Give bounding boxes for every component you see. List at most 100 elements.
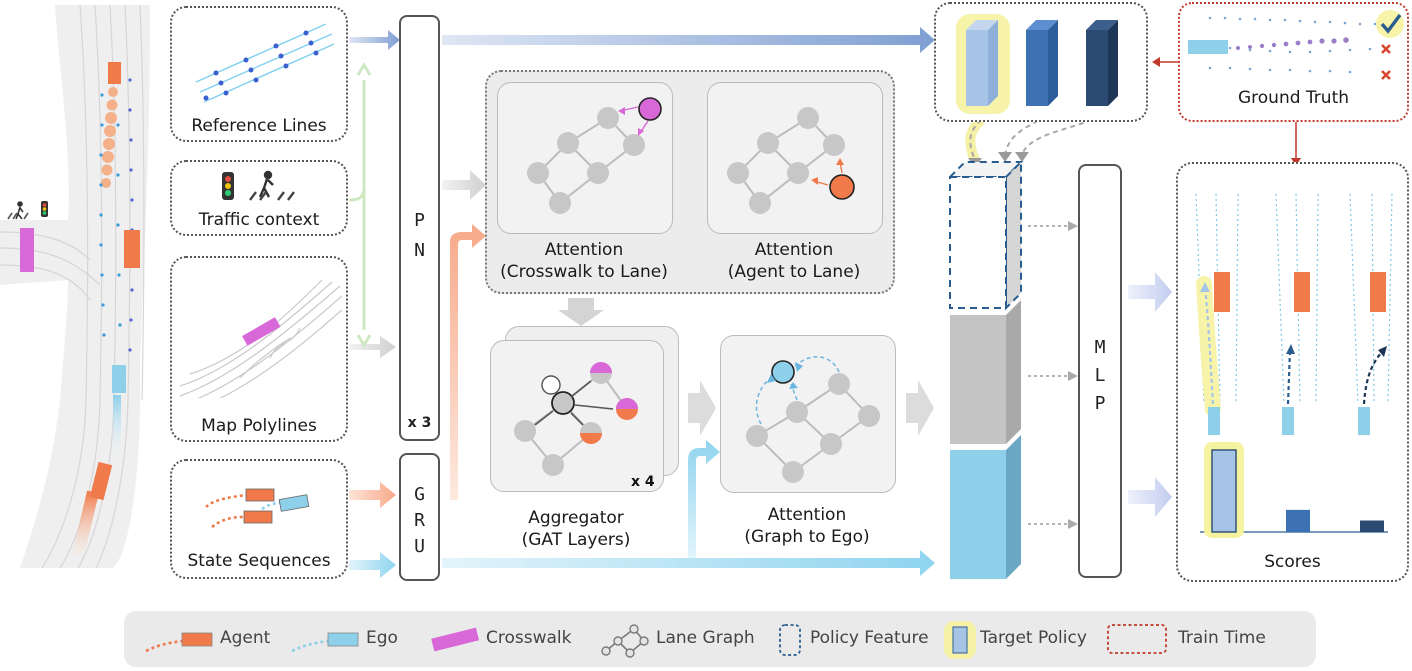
attention-agent-subtitle: (Agent to Lane) <box>727 262 861 282</box>
arrow-mlp-to-trajectories <box>1128 272 1172 312</box>
legend-ego-label: Ego <box>366 628 398 648</box>
agent-lane-panel <box>707 82 883 234</box>
arrow-aggregator-to-graph <box>688 380 716 436</box>
aggregator-panel: x 4 <box>490 340 664 492</box>
target-policy-cube <box>966 30 988 106</box>
pn-repeat-label: x 3 <box>407 415 432 431</box>
policy-cube <box>1086 30 1108 106</box>
state-sequences-box: State Sequences <box>170 459 348 579</box>
state-sequences-icon <box>205 488 310 528</box>
candidate-trajectories <box>1195 193 1393 435</box>
graph-ego-panel <box>720 335 896 493</box>
agent-car <box>1294 272 1310 312</box>
arrow-pn-to-attention <box>442 170 486 200</box>
ground-truth-icon <box>1188 10 1404 80</box>
arrow-graph-to-feature <box>906 380 934 436</box>
ego-car <box>1208 407 1220 435</box>
policy-cubes <box>956 14 1118 114</box>
traffic-light-icon <box>41 201 48 217</box>
agent-car <box>1214 272 1230 312</box>
legend-agent-label: Agent <box>220 628 271 648</box>
arrow-gt-to-policies <box>1152 57 1160 67</box>
cross-icon <box>1381 44 1391 54</box>
attention-block: Attention (Crosswalk to Lane) Attention … <box>485 70 895 294</box>
ego-marker <box>1188 40 1228 54</box>
score-bar <box>1286 509 1310 532</box>
legend-target-policy-icon <box>952 626 968 654</box>
ground-truth-label: Ground Truth <box>1237 88 1350 108</box>
map-polylines-box: Map Polylines <box>170 256 348 442</box>
gat-graph-icon: x 4 <box>514 362 655 490</box>
graph-ego-icon <box>746 356 880 483</box>
pn-letter: P <box>414 210 425 231</box>
bracket-traffic <box>348 62 372 348</box>
legend-lane-graph-label: Lane Graph <box>656 628 755 648</box>
arrow-gru-to-graph-ego <box>688 440 720 558</box>
cross-icon <box>1381 70 1391 80</box>
mlp-decoder: M L P <box>1078 164 1122 578</box>
graph-ego-title: Attention <box>767 505 847 525</box>
legend-icons <box>145 621 1167 659</box>
ground-truth-box: Ground Truth <box>1178 2 1409 122</box>
crosswalk-lane-panel <box>497 82 673 234</box>
scores-label: Scores <box>1264 552 1321 572</box>
legend-crosswalk-icon <box>431 627 480 652</box>
traffic-context-label: Traffic context <box>198 210 320 230</box>
attention-crosswalk-title: Attention <box>544 240 624 260</box>
gru-encoder: G R U <box>399 453 440 581</box>
map-polylines-icon <box>180 279 342 398</box>
agent-car <box>89 461 113 501</box>
pn-letter: N <box>414 240 425 261</box>
map-scene <box>0 4 150 569</box>
map-polylines-label: Map Polylines <box>201 416 317 436</box>
arrow-pn-to-policies <box>442 27 935 53</box>
gru-letter: G <box>414 484 425 505</box>
aggregator-subtitle: (GAT Layers) <box>521 530 631 550</box>
check-icon <box>1380 13 1402 34</box>
legend-ego-icon <box>327 632 359 647</box>
legend-train-time-label: Train Time <box>1178 628 1266 648</box>
state-sequences-label: State Sequences <box>187 551 331 571</box>
crosswalk-marker <box>20 228 34 272</box>
legend-policy-feature-label: Policy Feature <box>810 628 929 648</box>
legend-crosswalk-label: Crosswalk <box>486 628 572 648</box>
legend-policy-feature-icon <box>779 624 801 656</box>
gru-letter: U <box>414 536 425 557</box>
gru-letter: R <box>414 510 425 531</box>
legend-target-policy-label: Target Policy <box>980 628 1087 648</box>
output-box: Scores <box>1176 162 1409 582</box>
ego-feature-cube <box>950 450 1006 579</box>
agent-car <box>108 62 121 84</box>
arrow-map-to-pn <box>349 336 396 358</box>
lane-graph-icon <box>727 107 855 214</box>
policy-feature-cube <box>949 176 1007 309</box>
policy-cube <box>1026 30 1048 106</box>
reference-lines-icon <box>195 23 335 103</box>
lane-graph-icon <box>527 97 662 214</box>
scores-chart <box>1200 442 1388 538</box>
legend-lane-graph-icon <box>601 624 649 658</box>
aggregator-repeat-label: x 4 <box>631 474 655 490</box>
traffic-context-icon <box>222 170 295 201</box>
arrow-mlp-to-scores <box>1128 477 1172 517</box>
policy-cubes-box <box>934 2 1148 122</box>
arrow-attention-to-aggregator <box>558 298 604 326</box>
arrow-state-to-gru <box>349 482 396 508</box>
agent-car <box>1370 272 1386 312</box>
legend-train-time-icon <box>1107 624 1167 654</box>
traffic-context-box: Traffic context <box>170 160 348 236</box>
arrow-state-to-gru-ego <box>349 552 396 578</box>
reference-lines-box: Reference Lines <box>170 6 348 142</box>
pedestrian-icon <box>7 201 29 220</box>
graph-feature-cube <box>950 315 1006 444</box>
ego-car <box>1358 407 1370 435</box>
score-bar <box>1211 449 1237 533</box>
arrow-gru-to-ego-feature <box>442 550 935 576</box>
feature-stack <box>947 159 1024 579</box>
ego-car <box>1282 407 1294 435</box>
arrow-gru-to-attention <box>450 224 486 500</box>
aggregator-title: Aggregator <box>528 508 624 528</box>
reference-lines-label: Reference Lines <box>191 116 327 136</box>
ego-car <box>112 365 126 393</box>
